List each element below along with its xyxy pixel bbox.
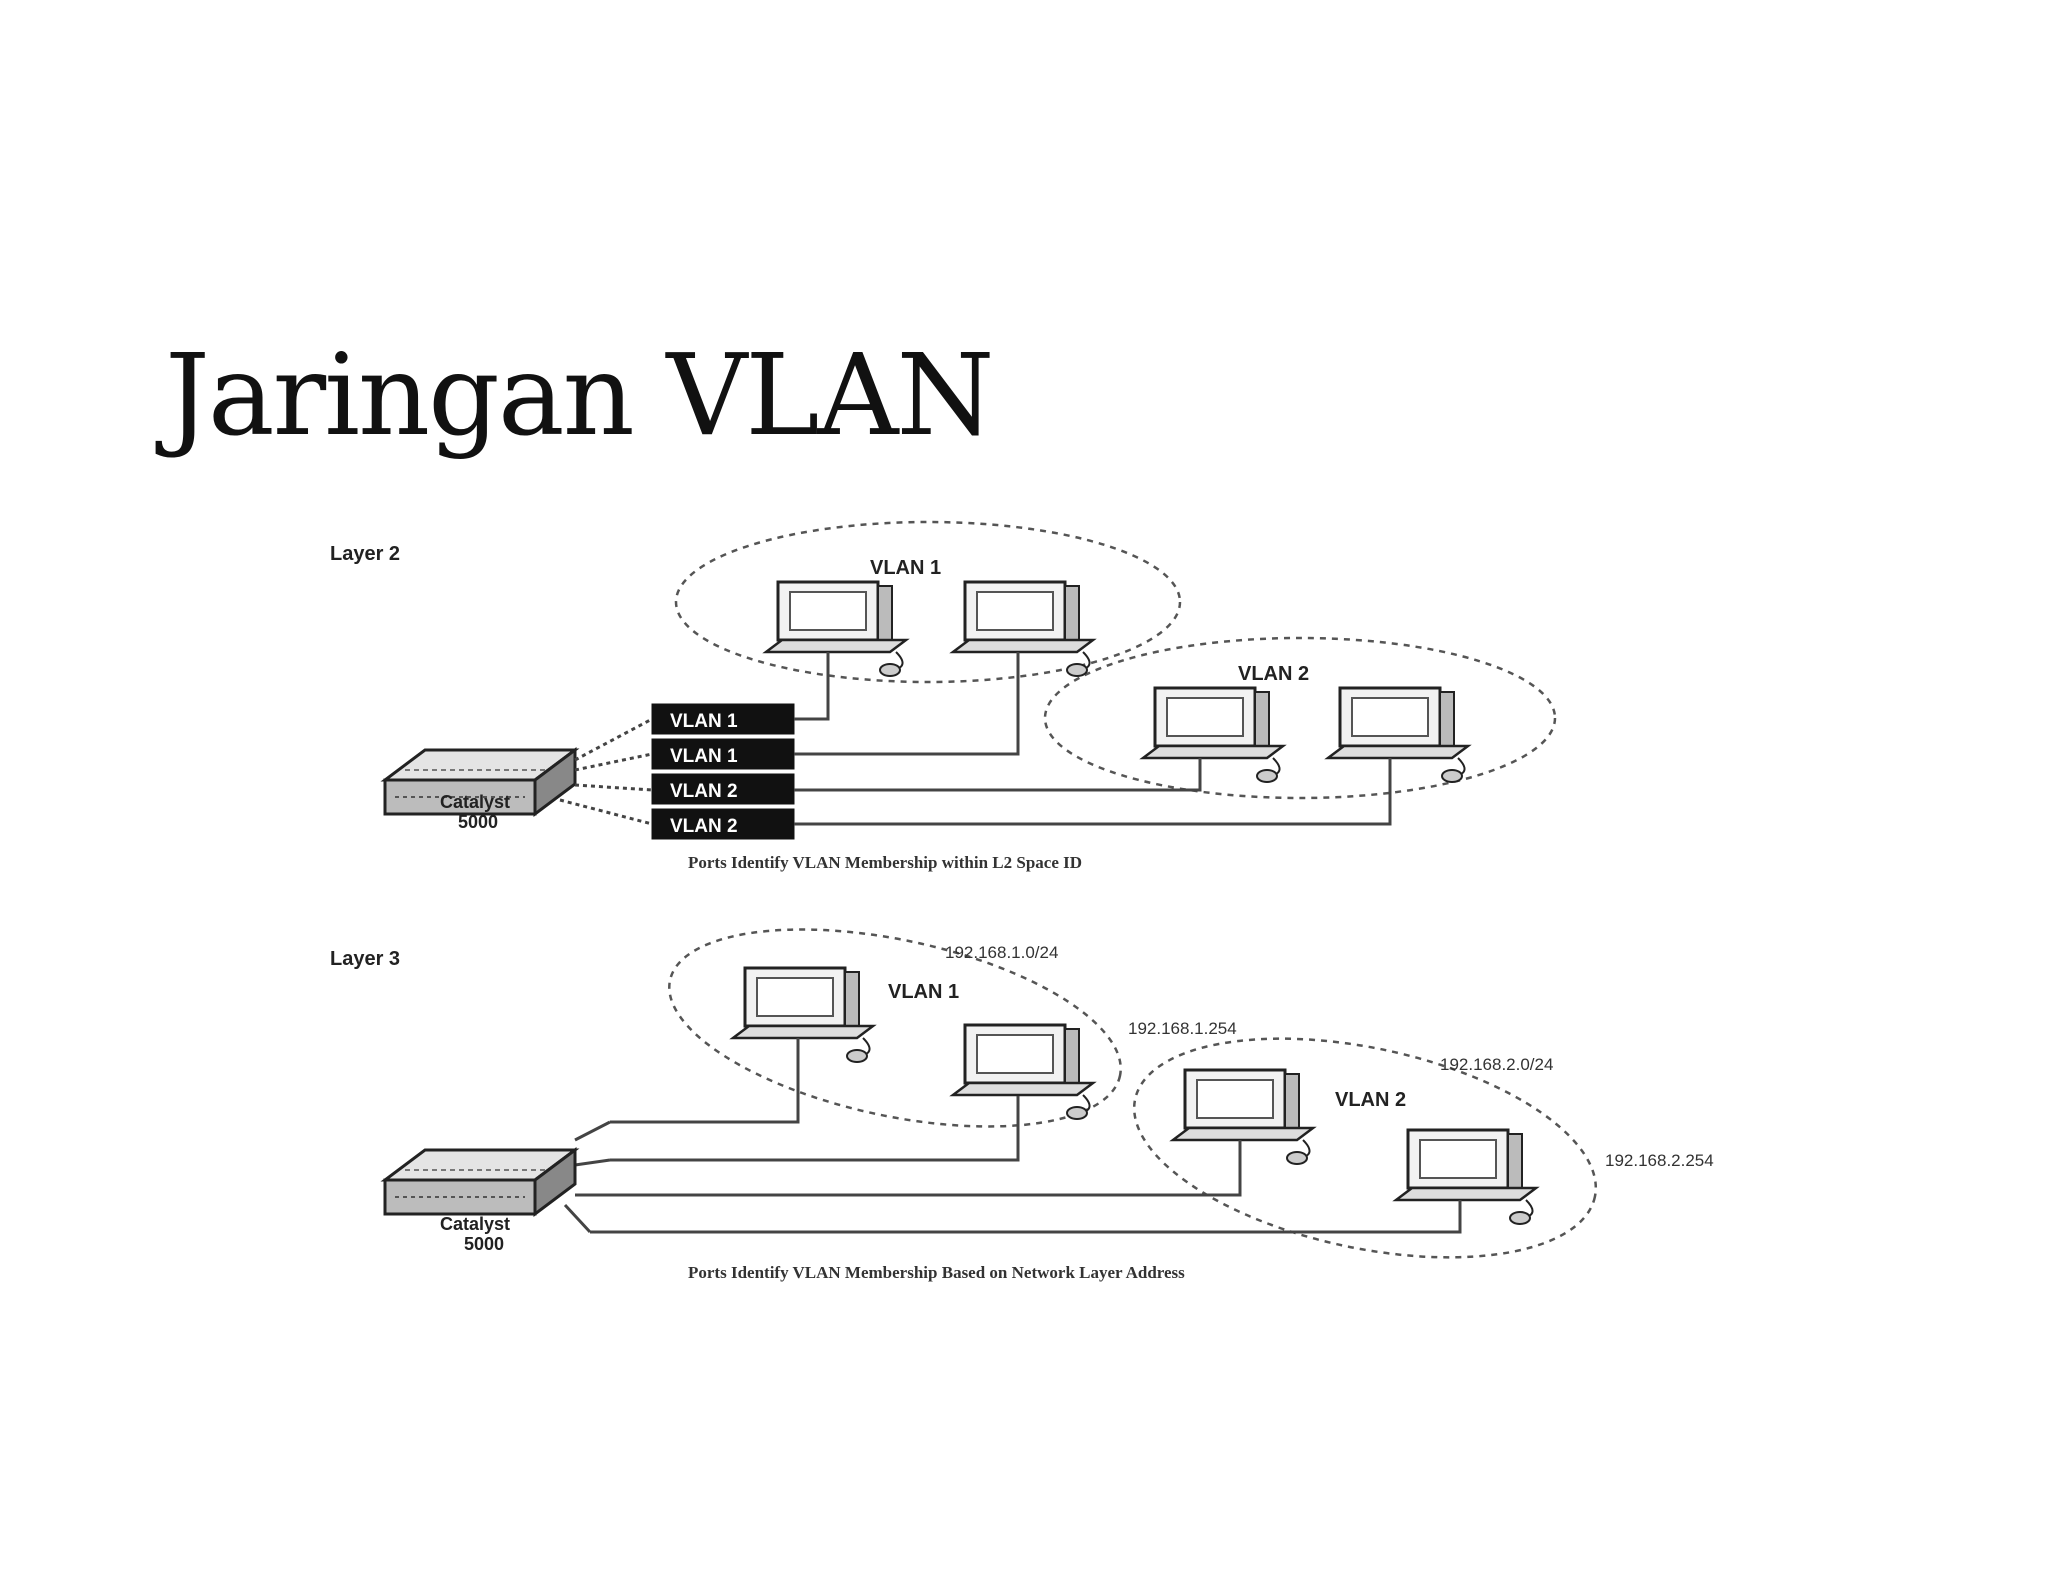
layer3-address-4: 192.168.2.254 <box>1605 1151 1714 1170</box>
layer2-caption: Ports Identify VLAN Membership within L2… <box>688 853 1082 872</box>
layer2-pc-4 <box>1326 686 1470 784</box>
layer3-pc-2 <box>951 1023 1095 1121</box>
layer2-vlan2-oval <box>1043 636 1557 800</box>
layer2-switch-label-line2: 5000 <box>458 812 498 832</box>
port-label-3: VLAN 2 <box>670 781 738 802</box>
layer3-wire-1 <box>610 1038 800 1124</box>
layer2-vlan1-label: VLAN 1 <box>870 557 941 579</box>
layer3-pc-1 <box>731 966 875 1064</box>
layer2-pc-2 <box>951 580 1095 678</box>
layer2-port-table: VLAN 1 VLAN 1 VLAN 2 VLAN 2 <box>651 703 795 840</box>
layer3-switch-label-line2: 5000 <box>464 1234 504 1254</box>
port-label-4: VLAN 2 <box>670 816 738 837</box>
layer3-wire-4 <box>590 1200 1462 1234</box>
layer3-wire-3 <box>575 1140 1242 1197</box>
layer3-switch <box>383 1148 577 1216</box>
layer2-wire-4 <box>794 758 1392 826</box>
layer2-label: Layer 2 <box>330 543 400 565</box>
layer2-section: Layer 2 VLAN 1 VLAN 2 VLAN 1 VLAN 1 VLAN… <box>330 520 1557 872</box>
layer3-section: Layer 3 VLAN 1 VLAN 2 192.168.1.0/24 192… <box>330 928 1714 1282</box>
layer2-pc-1 <box>764 580 908 678</box>
port-label-2: VLAN 1 <box>670 746 738 767</box>
layer3-pc-4 <box>1394 1128 1538 1226</box>
layer2-pc-3 <box>1141 686 1285 784</box>
slide-title: Jaringan VLAN <box>165 331 995 461</box>
layer3-address-1: 192.168.1.0/24 <box>945 943 1058 962</box>
layer3-address-2: 192.168.1.254 <box>1128 1019 1237 1038</box>
layer2-switch-label-line1: Catalyst <box>440 792 510 812</box>
layer3-label: Layer 3 <box>330 948 400 970</box>
layer3-vlan1-oval <box>668 928 1122 1128</box>
layer3-vlan2-label: VLAN 2 <box>1335 1089 1406 1111</box>
layer2-wire-2 <box>794 652 1020 756</box>
layer3-address-3: 192.168.2.0/24 <box>1440 1055 1553 1074</box>
layer2-vlan2-label: VLAN 2 <box>1238 663 1309 685</box>
layer3-pc-3 <box>1171 1068 1315 1166</box>
port-label-1: VLAN 1 <box>670 711 738 732</box>
layer3-vlan1-label: VLAN 1 <box>888 981 959 1003</box>
layer2-wire-1 <box>794 652 830 721</box>
layer3-wire-2 <box>610 1096 1020 1162</box>
layer2-vlan1-oval <box>674 520 1182 684</box>
layer3-vlan2-oval <box>1132 1037 1598 1259</box>
layer3-caption: Ports Identify VLAN Membership Based on … <box>688 1263 1185 1282</box>
layer2-wire-3 <box>794 758 1202 792</box>
layer3-switch-label-line1: Catalyst <box>440 1214 510 1234</box>
